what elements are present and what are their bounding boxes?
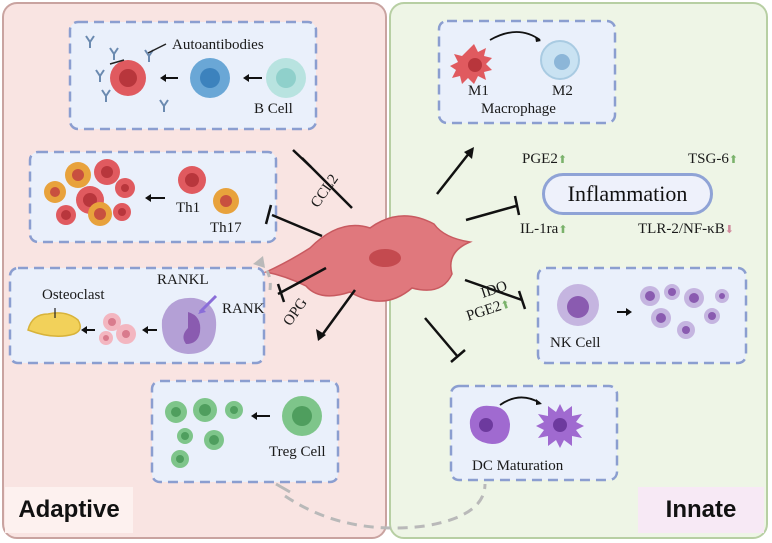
innate-label: Innate bbox=[638, 487, 764, 533]
treg-cell-label: Treg Cell bbox=[269, 444, 326, 460]
tlr-nfkb-label: TLR-2/NF-κB⬇ bbox=[638, 221, 734, 237]
m1-label: M1 bbox=[468, 83, 489, 99]
pge2-top-label: PGE2⬆ bbox=[522, 151, 568, 167]
osteoclast-icon bbox=[27, 312, 81, 337]
autoantibody-y-icons bbox=[85, 35, 169, 112]
th1-label: Th1 bbox=[176, 200, 201, 216]
rank-label: RANK bbox=[222, 301, 265, 317]
rankl-label: RANKL bbox=[157, 272, 209, 288]
osteoclast-label: Osteoclast bbox=[42, 287, 105, 303]
inflammation-box: Inflammation bbox=[542, 173, 713, 215]
up-arrow-icon: ⬆ bbox=[558, 224, 568, 236]
autoantibodies-label: Autoantibodies bbox=[172, 37, 264, 53]
b-cell-label: B Cell bbox=[254, 101, 293, 117]
th17-label: Th17 bbox=[210, 220, 242, 236]
adaptive-label: Adaptive bbox=[5, 487, 133, 533]
nk-cell-label: NK Cell bbox=[550, 335, 601, 351]
il1ra-label: IL-1ra⬆ bbox=[520, 221, 568, 237]
m2-label: M2 bbox=[552, 83, 573, 99]
up-arrow-icon: ⬆ bbox=[728, 154, 739, 166]
down-arrow-icon: ⬇ bbox=[724, 224, 734, 236]
tsg6-label: TSG-6⬆ bbox=[688, 151, 739, 167]
treg-cell-cluster bbox=[165, 398, 243, 468]
th-cell-cluster bbox=[44, 159, 135, 226]
up-arrow-icon: ⬆ bbox=[557, 154, 568, 166]
nk-cell-cluster bbox=[640, 284, 729, 339]
macrophage-label: Macrophage bbox=[481, 101, 556, 117]
dc-maturation-label: DC Maturation bbox=[472, 458, 564, 474]
msc-cell-icon bbox=[263, 215, 473, 302]
preosteoclast-cluster bbox=[99, 313, 136, 345]
